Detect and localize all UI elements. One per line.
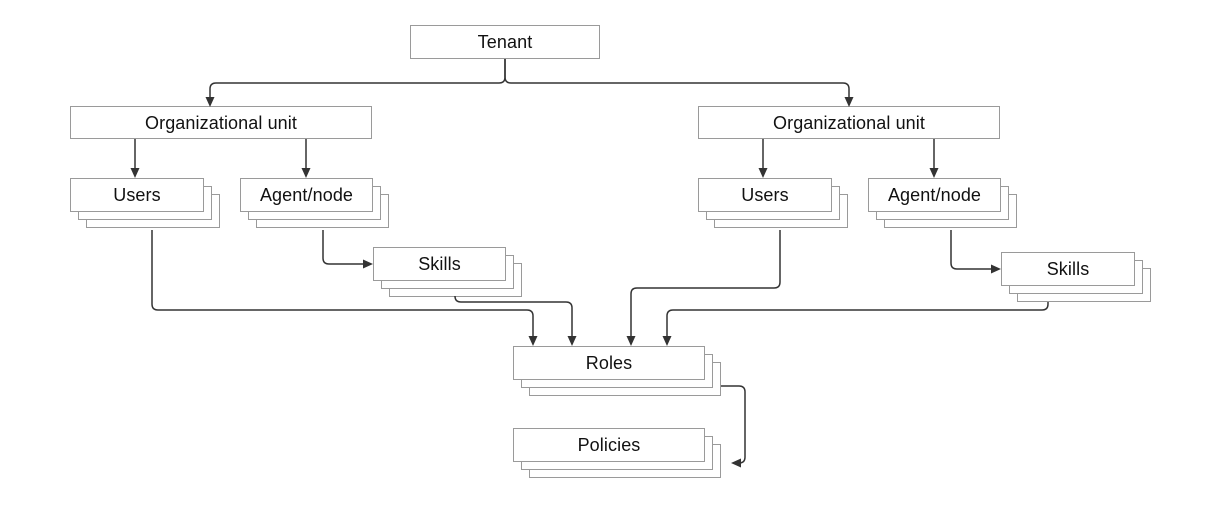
node-organizational-unit-right[interactable]: Organizational unit <box>698 106 1000 139</box>
card-front[interactable]: Agent/node <box>240 178 373 212</box>
node-organizational-unit-right-label: Organizational unit <box>773 112 925 133</box>
card-front[interactable]: Users <box>698 178 832 212</box>
card-front[interactable]: Skills <box>373 247 506 281</box>
node-agent-node-left[interactable]: Agent/node <box>240 178 389 228</box>
edge-users-right-to-roles <box>626 230 781 346</box>
edge-roles-to-policies <box>721 385 746 468</box>
node-users-right-label: Users <box>741 185 789 205</box>
node-policies-label: Policies <box>577 435 641 455</box>
node-roles-label: Roles <box>585 353 633 373</box>
node-skills-right-label: Skills <box>1046 259 1090 279</box>
node-users-left-label: Users <box>113 185 161 205</box>
node-organizational-unit-left-label: Organizational unit <box>145 112 297 133</box>
card-front[interactable]: Agent/node <box>868 178 1001 212</box>
edge-tenant-to-ou-right <box>504 59 854 107</box>
node-skills-left-label: Skills <box>418 254 461 274</box>
node-agent-node-right-label: Agent/node <box>887 185 982 205</box>
edge-agent-left-to-skills-left <box>322 230 373 269</box>
edge-tenant-to-ou-left <box>205 59 506 107</box>
edge-ou-right-to-users <box>758 139 768 178</box>
node-policies[interactable]: Policies <box>513 428 721 478</box>
edge-skills-right-to-roles <box>662 302 1049 346</box>
node-tenant-label: Tenant <box>477 32 533 52</box>
node-agent-node-right[interactable]: Agent/node <box>868 178 1017 228</box>
card-front[interactable]: Users <box>70 178 204 212</box>
node-users-left[interactable]: Users <box>70 178 220 228</box>
node-users-right[interactable]: Users <box>698 178 848 228</box>
edge-agent-right-to-skills-right <box>950 230 1001 274</box>
card-front[interactable]: Roles <box>513 346 705 380</box>
node-tenant[interactable]: Tenant <box>410 25 600 59</box>
edge-ou-right-to-agent <box>929 139 939 178</box>
card-front[interactable]: Skills <box>1001 252 1135 286</box>
node-skills-right[interactable]: Skills <box>1001 252 1151 302</box>
edge-users-left-to-roles <box>151 230 538 346</box>
node-organizational-unit-left[interactable]: Organizational unit <box>70 106 372 139</box>
node-agent-node-left-label: Agent/node <box>259 185 354 205</box>
card-front[interactable]: Policies <box>513 428 705 462</box>
node-skills-left[interactable]: Skills <box>373 247 522 297</box>
edge-ou-left-to-users <box>130 139 140 178</box>
edge-ou-left-to-agent <box>301 139 311 178</box>
node-roles[interactable]: Roles <box>513 346 721 396</box>
edge-skills-left-to-roles <box>454 295 577 346</box>
